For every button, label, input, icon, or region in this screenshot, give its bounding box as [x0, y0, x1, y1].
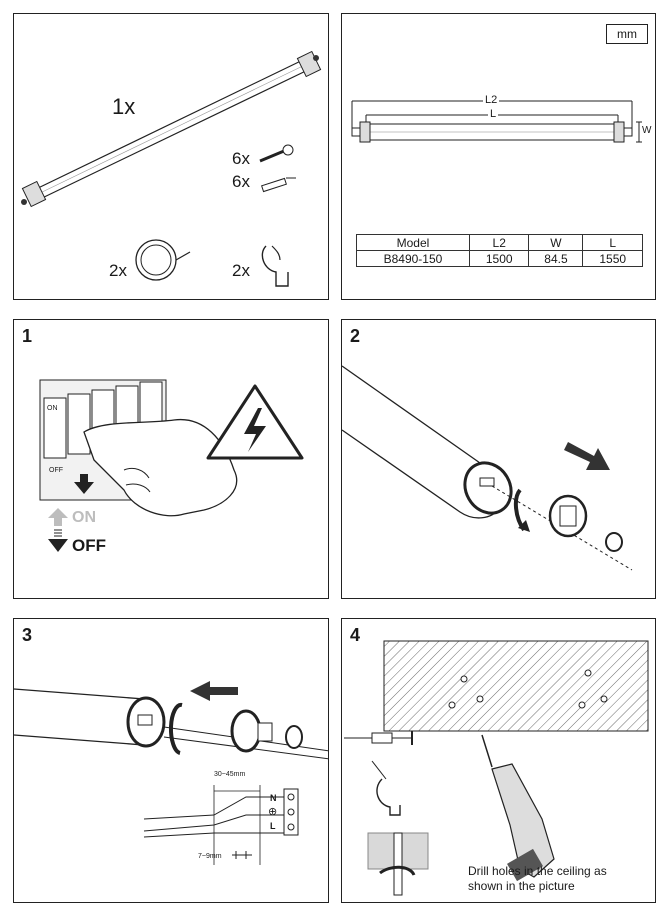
legend-off: OFF [72, 536, 106, 555]
unit-label: mm [617, 27, 637, 41]
mounting-clip-icon [261, 245, 289, 287]
spec-cell-w: 84.5 [528, 250, 584, 267]
spec-cell-l: 1550 [582, 250, 643, 267]
unit-box: mm [606, 24, 648, 44]
package-contents-illustration [21, 50, 322, 287]
spec-header-w: W [528, 234, 584, 251]
step-number: 1 [22, 326, 33, 346]
step-number: 3 [22, 625, 33, 645]
cable-coil-icon [135, 239, 191, 281]
arrow-up-icon [48, 508, 68, 526]
switch-on-label: ON [47, 405, 58, 412]
label-l2: L2 [483, 94, 500, 106]
spec-header-model: Model [356, 234, 470, 251]
step-number: 2 [350, 326, 361, 346]
qty-light: 1x [112, 94, 136, 119]
qty-cable: 2x [109, 261, 127, 280]
instruction-line-2: shown in the picture [468, 879, 575, 893]
wiring-illustration [14, 681, 328, 865]
qty-clips: 2x [232, 261, 250, 280]
label-l: L [488, 108, 499, 120]
panel-package-contents: 1x 6x 6x 2x 2x [13, 13, 329, 300]
electric-warning-icon [206, 384, 304, 460]
screw-icon [259, 144, 294, 163]
panel-step-2: 2 [341, 319, 656, 599]
spec-header-l2: L2 [468, 234, 530, 251]
spec-table-row: B8490-150 1500 84.5 1550 [356, 250, 643, 267]
end-cap-removal-illustration [342, 365, 633, 571]
qty-screws: 6x [232, 149, 250, 168]
arrow-down-icon [48, 529, 68, 552]
wire-strip-label: 7~9mm [198, 853, 222, 860]
strip-length-label: 30~45mm [214, 771, 246, 778]
instruction-line-1: Drill holes in the ceiling as [468, 864, 607, 878]
terminal-n-label: N [270, 793, 277, 803]
end-cap-icon [548, 494, 588, 538]
terminal-earth-label: ⊕ [268, 806, 278, 818]
dimension-drawing [351, 100, 642, 143]
wall-anchor-icon [261, 177, 296, 193]
panel-step-4: 4 Drill holes in the ceiling [341, 618, 656, 903]
panel-step-1: 1 ON OFF ON [13, 319, 329, 599]
spec-header-l: L [582, 234, 643, 251]
step-number: 4 [350, 625, 361, 645]
breaker-illustration [39, 379, 304, 552]
panel-dimensions: mm L2 L W Model L2 W L B8490-150 150 [341, 13, 656, 300]
gland-nut-icon [605, 532, 623, 552]
tube-light-icon [21, 50, 322, 208]
spec-cell-l2: 1500 [468, 250, 530, 267]
switch-off-label: OFF [49, 467, 63, 474]
spec-table-header-row: Model L2 W L [356, 234, 643, 251]
drilling-illustration [344, 640, 649, 896]
label-w: W [642, 125, 652, 136]
spec-cell-model: B8490-150 [356, 250, 470, 267]
power-drill-icon [481, 734, 555, 882]
terminal-l-label: L [270, 821, 276, 831]
spec-table: Model L2 W L B8490-150 1500 84.5 1550 [356, 234, 643, 267]
legend-on: ON [72, 509, 96, 526]
panel-step-3: 3 30~45mm 7~9mm N ⊕ L [13, 618, 329, 903]
qty-anchors: 6x [232, 172, 250, 191]
